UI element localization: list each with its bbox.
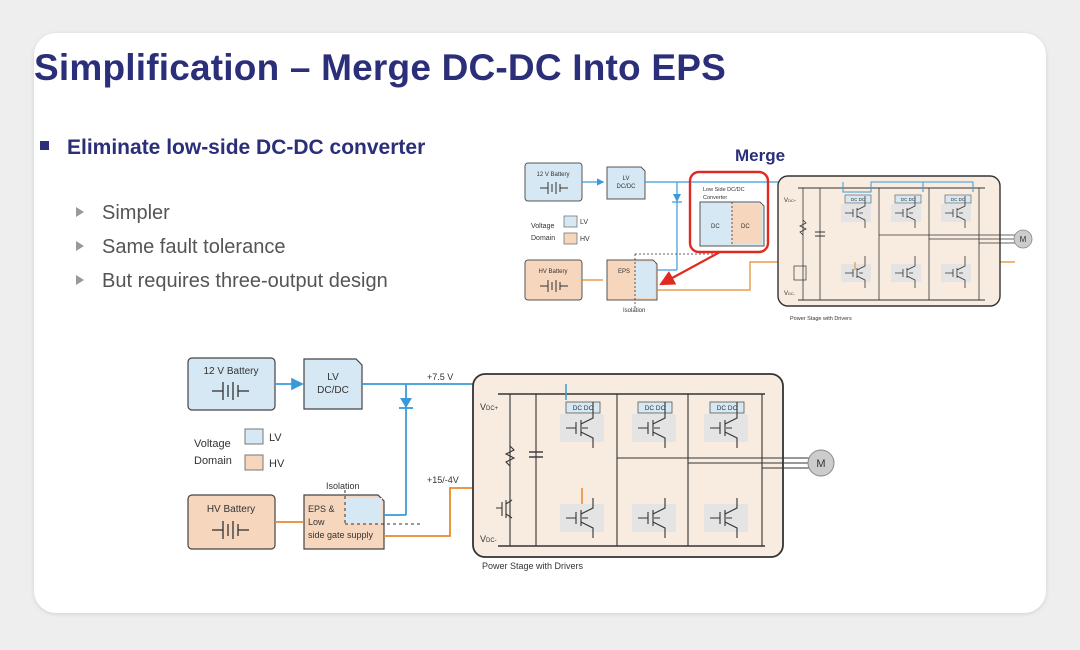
top-eps-box: EPS Isolation	[606, 253, 715, 314]
svg-text:Domain: Domain	[531, 235, 555, 242]
svg-text:Voltage: Voltage	[531, 223, 554, 230]
merge-highlight-box	[688, 170, 770, 254]
svg-text:EPS: EPS	[618, 269, 630, 275]
svg-text:DC DC: DC DC	[851, 197, 866, 202]
svg-text:Domain: Domain	[194, 455, 232, 467]
top-lv-dcdc-box: LV DC/DC	[606, 166, 646, 200]
svg-text:Power Stage with Drivers: Power Stage with Drivers	[482, 561, 584, 571]
svg-text:DC: DC	[711, 224, 720, 230]
bottom-12v-battery-box: 12 V Battery	[187, 357, 276, 411]
bottom-diagram: 12 V Battery LV DC/DC +7.5 V Voltage Dom…	[187, 357, 835, 571]
main-bullet-text: Eliminate low-side DC-DC converter	[67, 136, 426, 159]
svg-text:LV: LV	[269, 432, 282, 444]
svg-text:DC: DC	[741, 224, 750, 230]
bottom-lv-dcdc-box: LV DC/DC	[303, 358, 363, 410]
svg-text:LV: LV	[623, 176, 630, 182]
svg-text:Low: Low	[308, 517, 325, 527]
sub-bullet-1: Simpler	[76, 202, 170, 225]
svg-text:M: M	[816, 458, 825, 470]
merge-label: Merge	[735, 146, 785, 165]
svg-text:HV Battery: HV Battery	[538, 269, 567, 275]
svg-text:side gate supply: side gate supply	[308, 530, 374, 540]
svg-text:VDC+: VDC+	[784, 198, 797, 204]
svg-text:DC DC: DC DC	[645, 405, 666, 412]
top-driver-blocks: DC DC DC DC DC DC	[841, 194, 972, 282]
bottom-eps-box: Isolation EPS & Low side gate supply	[303, 481, 420, 550]
svg-text:VDC-: VDC-	[480, 534, 497, 544]
svg-text:VDC-: VDC-	[784, 291, 796, 297]
svg-text:DC DC: DC DC	[573, 405, 594, 412]
svg-text:M: M	[1020, 235, 1027, 244]
svg-text:HV: HV	[269, 458, 285, 470]
svg-text:Converter: Converter	[703, 195, 727, 201]
svg-text:Isolation: Isolation	[326, 481, 360, 491]
bottom-inverter-legs	[616, 394, 810, 546]
sub-bullet-3: But requires three-output design	[76, 270, 388, 293]
svg-text:+15/-4V: +15/-4V	[427, 475, 459, 485]
svg-text:HV: HV	[580, 236, 590, 243]
svg-text:+7.5 V: +7.5 V	[427, 372, 453, 382]
svg-text:DC/DC: DC/DC	[617, 184, 637, 190]
top-inverter-legs	[878, 188, 1015, 300]
bottom-hv-battery-box: HV Battery	[187, 494, 276, 550]
top-transistor-icons	[845, 196, 966, 288]
svg-text:LV: LV	[580, 219, 588, 226]
battery-symbol-icon	[540, 182, 568, 194]
triangle-bullet-icon	[76, 275, 84, 285]
top-low-side-dcdc-box: DC DC	[699, 201, 765, 247]
main-bullet: Eliminate low-side DC-DC converter	[40, 136, 425, 160]
mosfet-icon	[496, 499, 513, 519]
svg-text:12 V Battery: 12 V Battery	[536, 172, 569, 178]
sub-bullet-2: Same fault tolerance	[76, 236, 285, 259]
triangle-bullet-icon	[76, 241, 84, 251]
diode-icon	[673, 194, 681, 202]
svg-text:Power Stage with Drivers: Power Stage with Drivers	[790, 316, 852, 322]
svg-text:Low Side DC/DC: Low Side DC/DC	[703, 187, 745, 193]
lv-swatch	[244, 428, 264, 445]
svg-text:Isolation: Isolation	[623, 308, 645, 314]
lv-swatch	[563, 215, 578, 228]
square-bullet-icon	[40, 140, 49, 150]
motor-icon	[1013, 229, 1033, 249]
svg-text:LV: LV	[327, 372, 339, 383]
slide-title: Simplification – Merge DC-DC Into EPS	[34, 47, 726, 88]
battery-symbol-icon	[540, 280, 568, 292]
svg-text:DC DC: DC DC	[717, 405, 738, 412]
battery-symbol-icon	[212, 382, 249, 400]
svg-text:12 V Battery: 12 V Battery	[203, 366, 258, 377]
top-diagram: Merge 12 V Battery LV DC/DC Voltage Doma…	[524, 146, 1033, 322]
merge-arrow	[659, 251, 721, 286]
svg-text:HV Battery: HV Battery	[207, 504, 255, 515]
svg-text:DC DC: DC DC	[901, 197, 916, 202]
svg-text:EPS &: EPS &	[308, 504, 335, 514]
triangle-bullet-icon	[76, 207, 84, 217]
top-12v-battery-box: 12 V Battery	[524, 162, 583, 202]
diode-icon	[400, 398, 412, 408]
top-hv-battery-box: HV Battery	[524, 259, 583, 301]
battery-symbol-icon	[212, 521, 249, 539]
hv-swatch	[563, 232, 578, 245]
hv-swatch	[244, 454, 264, 471]
svg-text:DC DC: DC DC	[951, 197, 966, 202]
svg-text:Voltage: Voltage	[194, 438, 231, 450]
bottom-transistor-icons	[566, 402, 738, 538]
motor-icon	[807, 449, 835, 477]
svg-text:VDC+: VDC+	[480, 402, 499, 412]
svg-text:DC/DC: DC/DC	[317, 385, 349, 396]
